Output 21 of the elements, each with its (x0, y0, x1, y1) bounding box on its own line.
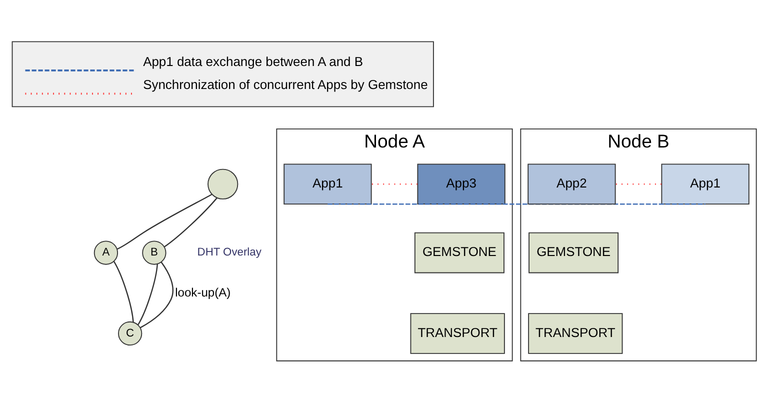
node-box: GEMSTONE (528, 232, 619, 274)
node-box: TRANSPORT (528, 313, 623, 354)
node-box: GEMSTONE (414, 232, 504, 274)
node-box: App2 (528, 164, 616, 205)
connector (116, 194, 212, 250)
node-box: App1 (284, 164, 372, 205)
connector (164, 198, 218, 248)
connector (138, 264, 158, 326)
node-box: TRANSPORT (410, 313, 505, 354)
connector (113, 260, 134, 322)
node-circle: C (118, 321, 142, 346)
legend-label: Synchronization of concurrent Apps by Gemstone (143, 77, 428, 92)
node-circle: A (94, 240, 118, 265)
node-circle: B (142, 240, 166, 265)
node-box: App3 (417, 164, 506, 205)
edge-label: look-up(A) (175, 285, 231, 300)
node-box: App1 (661, 164, 750, 205)
connector (140, 262, 174, 328)
label: DHT Overlay (197, 246, 262, 259)
node-circle (208, 168, 238, 200)
legend-label: App1 data exchange between A and B (143, 54, 364, 70)
